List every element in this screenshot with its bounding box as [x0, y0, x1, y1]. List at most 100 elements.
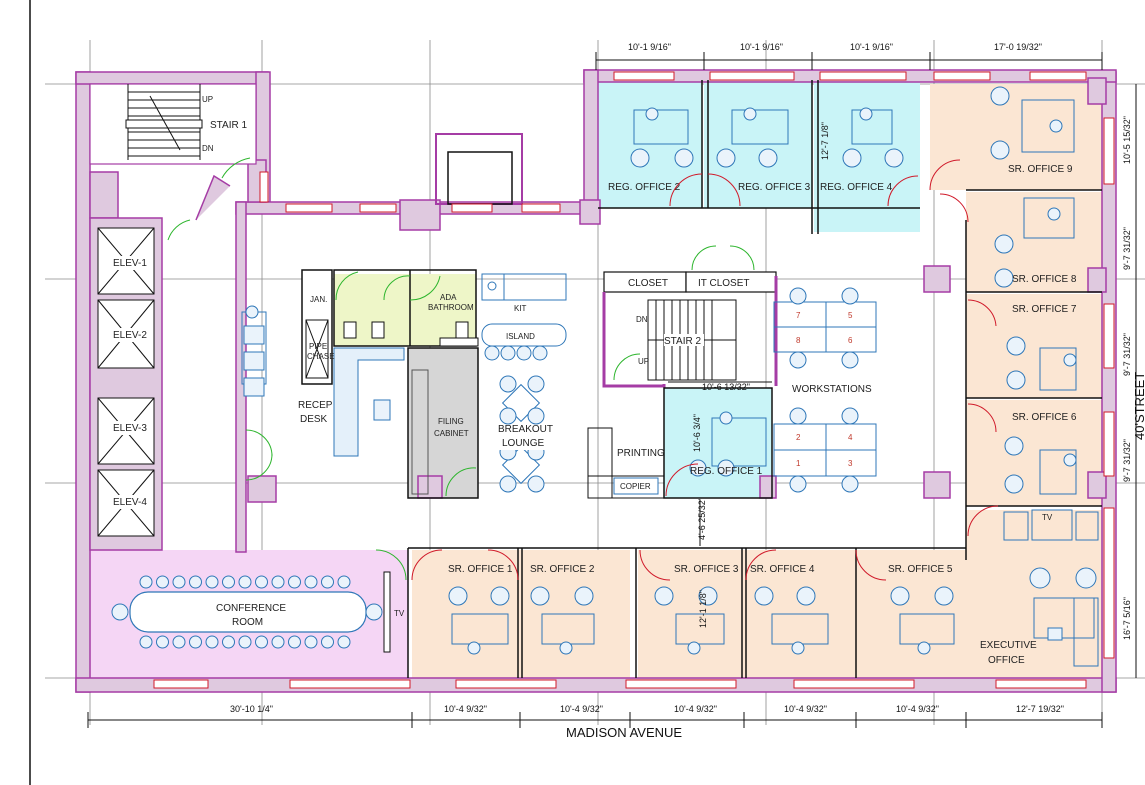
conference-chair: [189, 575, 202, 589]
conference-tv-label: TV: [394, 609, 405, 618]
interior-dimensions: 10'-6 13/32" 10'-6 3/4" 4'-6 25/32" 12'-…: [668, 122, 830, 628]
conference-label-line-1: CONFERENCE: [216, 603, 286, 614]
copier-label: COPIER: [620, 482, 651, 491]
conference-chair: [139, 575, 153, 589]
right-dim-5: 16'-7 5/16": [1122, 597, 1132, 640]
conference-chair: [156, 635, 169, 649]
sr-office-1-label: SR. OFFICE 1: [448, 564, 513, 575]
elevators: ELEV-1 ELEV-2 ELEV-3 ELEV-4: [89, 171, 163, 551]
closet-label: CLOSET: [628, 278, 668, 289]
breakout-label-line-1: BREAKOUT: [498, 424, 553, 435]
bottom-dim-2: 10'-4 9/32": [444, 704, 487, 714]
top-dim-2: 10'-1 9/16": [740, 42, 783, 52]
conference-chair: [271, 635, 285, 649]
bottom-dim-7: 12'-7 19/32": [1016, 704, 1064, 714]
workstations-label: WORKSTATIONS: [792, 384, 872, 395]
sr-office-7-fill: [966, 294, 1102, 398]
stair-1-label: STAIR 1: [210, 120, 247, 131]
top-dim-4: 17'-0 19/32": [994, 42, 1042, 52]
kit-label: KIT: [514, 304, 527, 313]
exec-tv-label: TV: [1042, 513, 1053, 522]
right-dim-4: 9'-7 31/32": [1122, 439, 1132, 482]
recep-label-line-1: RECEP: [298, 400, 333, 411]
ada-label-line-1: ADA: [440, 293, 457, 302]
jan-label: JAN.: [310, 295, 327, 304]
breakout-label-line-2: LOUNGE: [502, 438, 545, 449]
conference-chair: [255, 635, 268, 649]
conference-chair: [172, 575, 186, 589]
corridor-gap-dim: 4'-6 25/32": [697, 497, 707, 540]
stair-2-dn-label: DN: [636, 315, 648, 324]
filing-fill: [408, 348, 478, 498]
workstation-5: 5: [848, 311, 853, 320]
conference-chair: [321, 635, 334, 649]
bottom-dim-5: 10'-4 9/32": [784, 704, 827, 714]
sr-office-7-label: SR. OFFICE 7: [1012, 304, 1077, 315]
right-dim-3: 9'-7 31/32": [1122, 333, 1132, 376]
windows: [153, 71, 1115, 689]
conference-chair: [205, 635, 219, 649]
restrooms: JAN. PIPE CHASE ADA BATHROOM: [301, 269, 479, 385]
conference-chair: [222, 635, 235, 649]
bottom-dim-6: 10'-4 9/32": [896, 704, 939, 714]
elev-1-label: ELEV-1: [113, 258, 147, 269]
conference-chair: [304, 635, 318, 649]
top-dim-3: 10'-1 9/16": [850, 42, 893, 52]
ada-label-line-2: BATHROOM: [428, 303, 474, 312]
sr-office-9-fill: [930, 84, 1102, 190]
core-area: CLOSET IT CLOSET STAIR 2 DN UP: [602, 245, 778, 388]
workstation-8: 8: [796, 336, 801, 345]
sr-office-3-label: SR. OFFICE 3: [674, 564, 739, 575]
reception-area: RECEP DESK: [241, 305, 405, 481]
executive-label-line-2: OFFICE: [988, 655, 1025, 666]
reg-office-1: REG. OFFICE 1: [663, 387, 773, 499]
stair-2-up-label: UP: [638, 357, 649, 366]
sr-office-9-label: SR. OFFICE 9: [1008, 164, 1073, 175]
conference-label-line-2: ROOM: [232, 617, 263, 628]
filing-label-line-1: FILING: [438, 417, 464, 426]
filing-cabinet: FILING CABINET: [407, 347, 479, 499]
sr-office-8-fill: [966, 192, 1102, 292]
bottom-dim-1: 30'-10 1/4": [230, 704, 273, 714]
right-street-label: 40'STREET: [1132, 372, 1145, 440]
conference-chair: [304, 575, 318, 589]
conference-chair: [288, 575, 301, 589]
sr-office-6-label: SR. OFFICE 6: [1012, 412, 1077, 423]
pipe-chase-label-line-1: PIPE: [309, 342, 327, 351]
conference-chair: [172, 635, 186, 649]
sr-offices-right: SR. OFFICE 9 SR. OFFICE 8 SR. OFFICE 7 S…: [929, 86, 1102, 560]
executive-office: TV EXECUTIVE OFFICE: [967, 505, 1099, 667]
workstation-4: 4: [848, 433, 853, 442]
reg-4-height-dim: 12'-7 1/8": [820, 122, 830, 160]
executive-office-fill: [966, 510, 1102, 678]
reg-office-2-label: REG. OFFICE 2: [608, 182, 681, 193]
conference-chair: [238, 575, 252, 589]
workstation-3: 3: [848, 459, 853, 468]
reg-1-width-dim: 10'-6 13/32": [702, 382, 750, 392]
conference-chair: [321, 575, 334, 589]
right-dimension-line: 10'-5 15/32" 9'-7 31/32" 9'-7 31/32" 9'-…: [1122, 84, 1145, 678]
sr-office-5-label: SR. OFFICE 5: [888, 564, 953, 575]
pipe-chase-label-line-2: CHASE: [307, 352, 335, 361]
conference-chair: [222, 575, 235, 589]
workstation-1: 1: [796, 459, 801, 468]
conference-chair: [189, 635, 202, 649]
sr-office-2-label: SR. OFFICE 2: [530, 564, 595, 575]
filing-label-line-2: CABINET: [434, 429, 469, 438]
top-dimension-line: 10'-1 9/16" 10'-1 9/16" 10'-1 9/16" 17'-…: [595, 42, 1103, 70]
sr-3-height-dim: 12'-1 1/8": [698, 590, 708, 628]
printing-label: PRINTING: [617, 448, 665, 459]
breakout-lounge: KIT ISLAND BREAKOUT LOUNGE: [481, 273, 567, 493]
workstations: 7 5 8 6 WORKSTATIONS 2 4 1 3: [773, 287, 877, 493]
conference-chair: [255, 575, 268, 589]
stair-1-dn-label: DN: [202, 144, 214, 153]
bottom-dim-3: 10'-4 9/32": [560, 704, 603, 714]
madison-avenue-label: MADISON AVENUE: [566, 725, 682, 740]
conference-chair: [238, 635, 252, 649]
workstation-2: 2: [796, 433, 801, 442]
island-label: ISLAND: [506, 332, 535, 341]
it-closet-label: IT CLOSET: [698, 278, 750, 289]
executive-label-line-1: EXECUTIVE: [980, 640, 1037, 651]
conference-chair: [205, 575, 219, 589]
